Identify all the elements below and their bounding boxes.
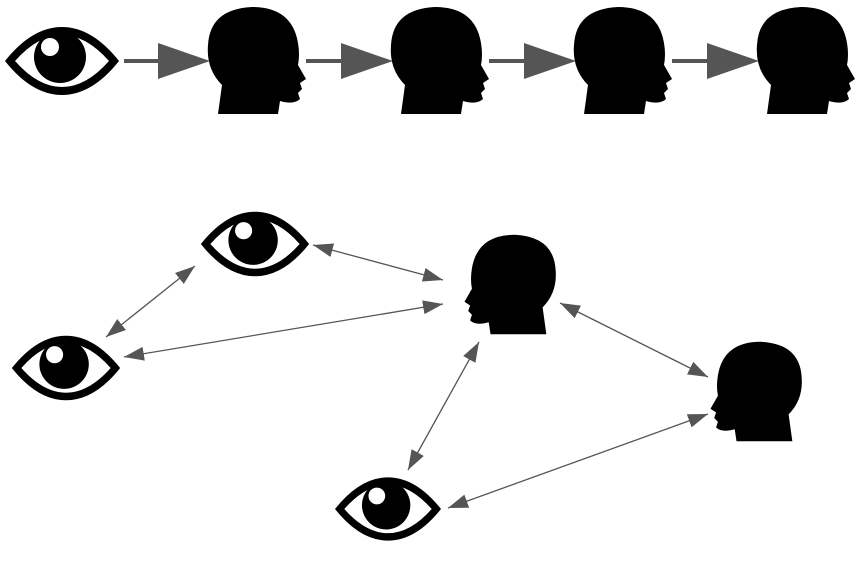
eye-icon — [5, 27, 119, 95]
eye-icon — [200, 211, 310, 277]
arrowhead — [707, 43, 759, 79]
head-profile-icon — [710, 341, 802, 442]
chain-nodes — [5, 7, 855, 114]
network-diagram — [11, 211, 802, 541]
chain-arrow — [489, 43, 576, 79]
bidirectional-arrow — [559, 302, 709, 378]
bidirectional-arrow — [312, 243, 444, 282]
bidirectional-arrow — [407, 341, 480, 471]
eye-icon — [334, 477, 442, 541]
bidirectional-arrow — [123, 300, 444, 361]
arrowhead — [158, 43, 210, 79]
head-profile-icon — [390, 7, 489, 114]
arrowhead — [524, 43, 576, 79]
head-profile-icon — [756, 7, 855, 114]
eye-icon — [11, 335, 121, 401]
chain-arrow — [672, 43, 759, 79]
network-arrows — [105, 243, 709, 509]
network-nodes — [11, 211, 802, 541]
bidirectional-arrow — [447, 413, 709, 509]
chain-arrow — [124, 43, 210, 79]
chain-arrow — [306, 43, 393, 79]
head-profile-icon — [207, 7, 306, 114]
head-profile-icon — [464, 234, 556, 335]
head-profile-icon — [573, 7, 672, 114]
bidirectional-arrow — [105, 265, 196, 338]
chain-diagram — [5, 7, 855, 114]
arrowhead — [341, 43, 393, 79]
chain-arrows — [124, 43, 759, 79]
